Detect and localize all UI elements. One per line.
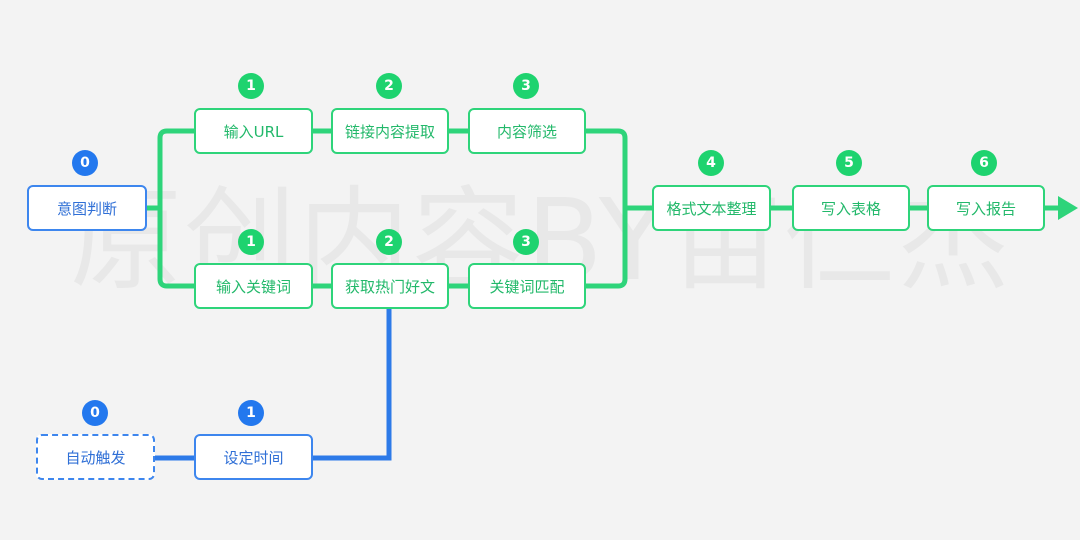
node-hot-articles[interactable]: 获取热门好文 [331, 263, 449, 309]
node-set-time[interactable]: 设定时间 [194, 434, 313, 480]
connector-fork-to-url [157, 128, 197, 211]
step-badge-intent: 0 [72, 150, 98, 176]
step-badge-format-text: 4 [698, 150, 724, 176]
connector-fork-to-keyword [157, 205, 197, 289]
step-badge-keyword-input: 1 [238, 229, 264, 255]
node-intent[interactable]: 意图判断 [27, 185, 147, 231]
arrowhead-icon [1058, 196, 1078, 220]
node-format-text[interactable]: 格式文本整理 [652, 185, 771, 231]
step-badge-set-time: 1 [238, 400, 264, 426]
node-link-extract[interactable]: 链接内容提取 [331, 108, 449, 154]
step-badge-url-input: 1 [238, 73, 264, 99]
connector-filter-to-merge [583, 128, 628, 211]
step-badge-hot-articles: 2 [376, 229, 402, 255]
connector-time-to-hot [313, 309, 392, 461]
step-badge-write-table: 5 [836, 150, 862, 176]
node-auto-trigger[interactable]: 自动触发 [36, 434, 155, 480]
node-url-input[interactable]: 输入URL [194, 108, 313, 154]
node-write-table[interactable]: 写入表格 [792, 185, 910, 231]
step-badge-auto-trigger: 0 [82, 400, 108, 426]
step-badge-content-filter: 3 [513, 73, 539, 99]
step-badge-keyword-match: 3 [513, 229, 539, 255]
step-badge-link-extract: 2 [376, 73, 402, 99]
node-content-filter[interactable]: 内容筛选 [468, 108, 586, 154]
step-badge-write-report: 6 [971, 150, 997, 176]
node-keyword-match[interactable]: 关键词匹配 [468, 263, 586, 309]
node-keyword-input[interactable]: 输入关键词 [194, 263, 313, 309]
node-write-report[interactable]: 写入报告 [927, 185, 1045, 231]
connector-match-to-merge [583, 205, 628, 289]
